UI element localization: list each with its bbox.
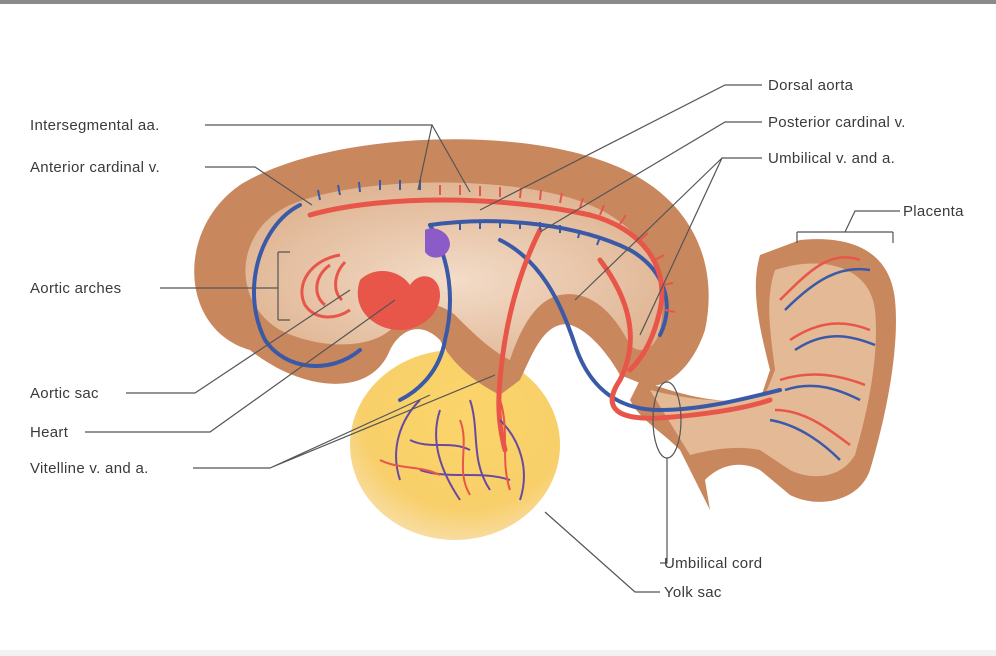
posterior-cardinal-vein-shape [428, 219, 669, 337]
bottom-border [0, 650, 996, 656]
vitelline-artery-shape [496, 227, 543, 453]
label-placenta: Placenta [903, 203, 964, 220]
sinus-venosus-shape [425, 228, 450, 258]
label-anterior-cardinal-vein: Anterior cardinal v. [30, 159, 160, 176]
intersegmental-branches [317, 180, 421, 201]
vitelline-vessel-network [379, 399, 525, 501]
label-aortic-sac: Aortic sac [30, 385, 99, 402]
arteries [307, 197, 773, 453]
label-posterior-cardinal-vein: Posterior cardinal v. [768, 114, 906, 131]
label-intersegmental-arteries: Intersegmental aa. [30, 117, 160, 134]
umbilical-artery-shape [597, 257, 773, 421]
dorsal-aorta-shape [307, 197, 665, 373]
aortic-arches-shape [300, 253, 351, 319]
label-aortic-arches: Aortic arches [30, 280, 122, 297]
label-vitelline-vessels: Vitelline v. and a. [30, 460, 149, 477]
anterior-cardinal-vein-shape [251, 203, 362, 368]
label-umbilical-cord: Umbilical cord [664, 555, 763, 572]
heart-shape [357, 270, 440, 330]
label-umbilical-vessels: Umbilical v. and a. [768, 150, 896, 167]
label-yolk-sac: Yolk sac [664, 584, 722, 601]
top-border [0, 0, 996, 4]
label-dorsal-aorta: Dorsal aorta [768, 77, 854, 94]
leader-lines [85, 84, 900, 593]
placenta-villi [769, 256, 876, 461]
label-heart: Heart [30, 424, 69, 441]
